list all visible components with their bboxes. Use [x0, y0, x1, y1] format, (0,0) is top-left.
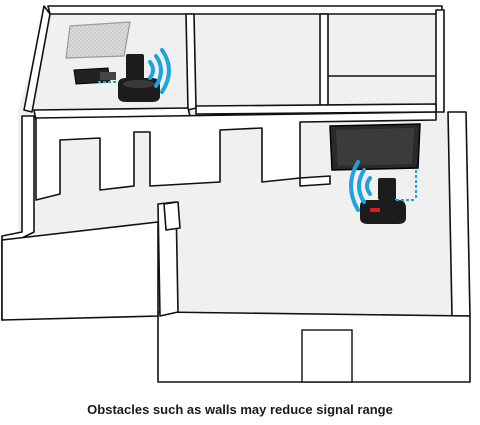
caption: Obstacles such as walls may reduce signa… — [87, 402, 393, 417]
wireless-receiver-icon — [360, 170, 417, 224]
front-doorway — [301, 329, 353, 383]
signal-waves-receiver — [349, 160, 372, 212]
wireless-transmitter-icon — [118, 54, 160, 102]
signal-waves-transmitter — [148, 48, 171, 94]
tv-icon — [329, 123, 421, 171]
projector-screen-icon — [65, 21, 131, 59]
media-player-icon — [73, 67, 118, 85]
partition-walls — [33, 13, 437, 317]
